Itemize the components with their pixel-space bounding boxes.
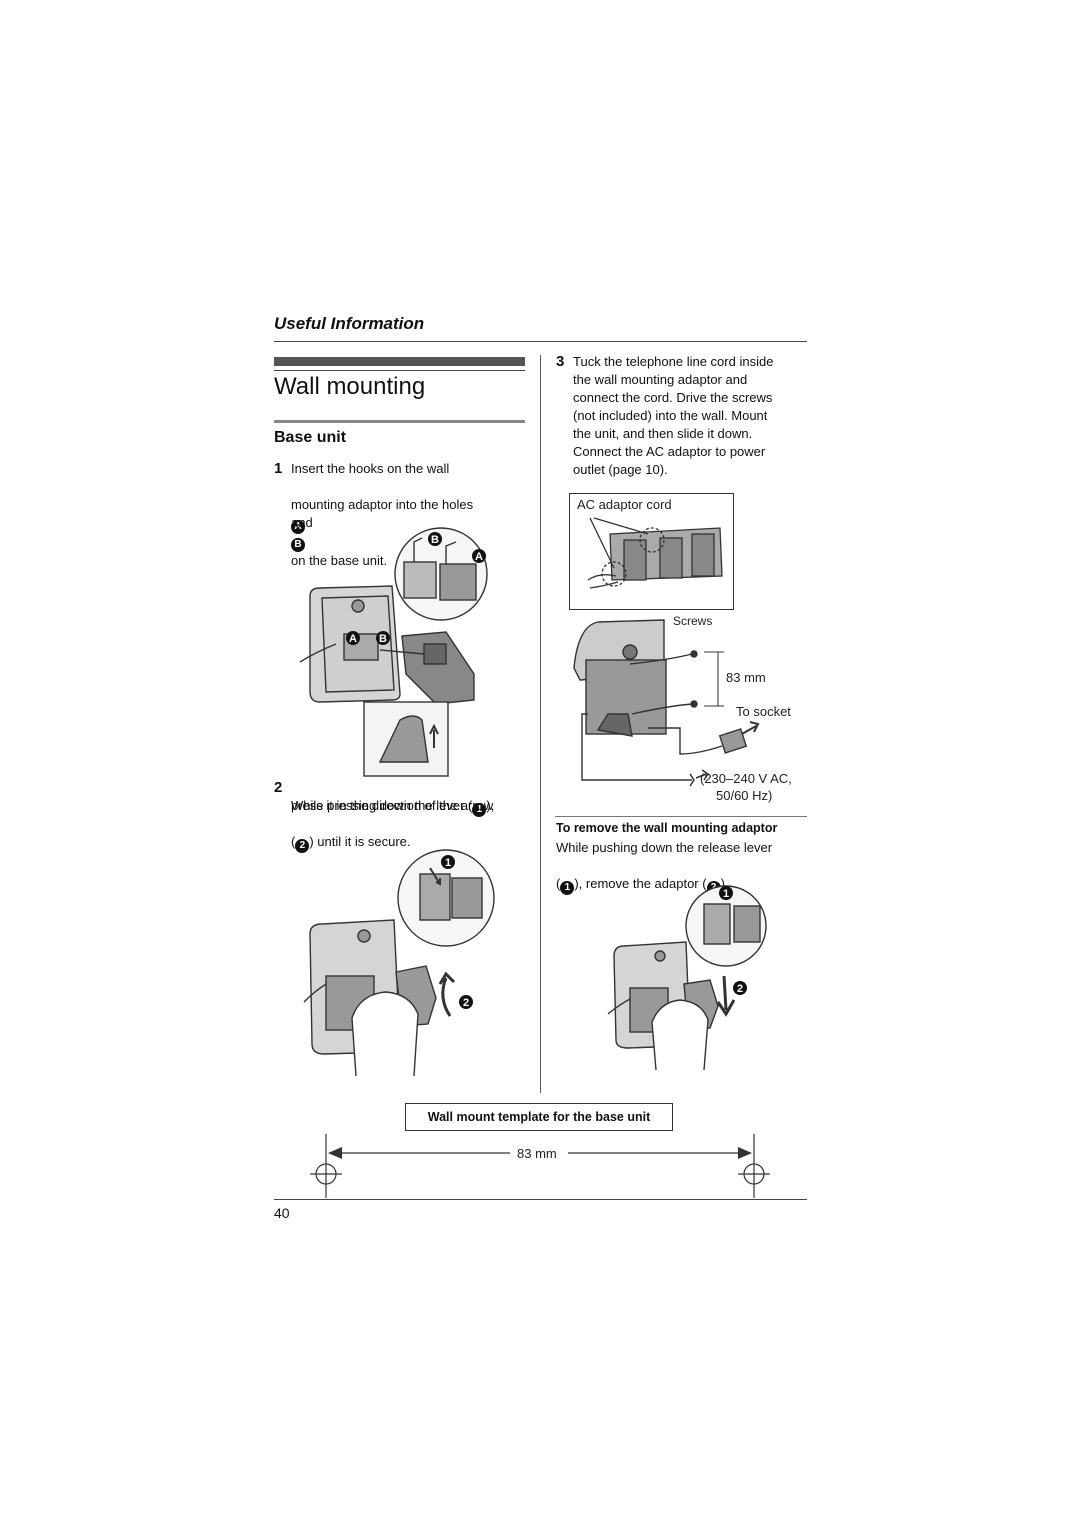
step-2-line-3-a: ( <box>291 834 296 849</box>
remove-line-2-b: ), remove the adaptor ( <box>574 876 707 891</box>
illus4-marker-2: 2 <box>737 983 743 995</box>
step-1-line-1: Insert the hooks on the wall <box>291 461 450 476</box>
template-dimension-line <box>310 1134 770 1198</box>
step-1-number: 1 <box>274 460 283 477</box>
footer-rule <box>274 1199 807 1200</box>
step-2-line-3: (2) until it is secure. <box>291 815 411 853</box>
step-2-line-2: press it in the direction of the arrow <box>291 798 494 813</box>
step-2-line-1: While pressing down the lever (1), <box>291 779 494 817</box>
step-1-line-3-b: on the base unit. <box>291 553 388 568</box>
ac-cord-detail-box <box>569 493 734 610</box>
step-1-line-3-a: and <box>291 515 313 530</box>
page-title: Wall mounting <box>274 373 426 400</box>
remove-instructions: While pushing down the release lever (1)… <box>556 839 808 895</box>
remove-adaptor-illustration: 1 2 <box>607 885 767 1070</box>
page-number: 40 <box>274 1205 290 1221</box>
mounted-unit-illustration <box>573 619 760 787</box>
title-bar <box>274 357 525 366</box>
ac-cord-detail-illustration <box>587 517 723 589</box>
step-2: 2 While pressing down the lever (1), pre… <box>274 779 534 853</box>
column-divider <box>540 355 541 1093</box>
step-1-line-3: and B on the base unit. <box>291 496 387 570</box>
power-spec-line-1: (230–240 V AC, <box>700 771 792 786</box>
step-2-line-1-b: ), <box>486 798 495 813</box>
illus2-marker-1: 1 <box>445 857 451 869</box>
template-label-box: Wall mount template for the base unit <box>405 1103 673 1131</box>
step-3-number: 3 <box>556 353 565 370</box>
marker-b-icon: B <box>291 538 305 552</box>
marker-1-icon: 1 <box>472 803 487 817</box>
illus2-marker-2: 2 <box>463 997 469 1009</box>
subtitle-rule <box>274 420 525 423</box>
illus1-marker-a-body: A <box>349 633 357 645</box>
step-3: 3 Tuck the telephone line cord inside th… <box>556 353 808 483</box>
title-line <box>274 370 525 371</box>
ac-adaptor-cord-label: AC adaptor cord <box>577 497 672 512</box>
screws-label: Screws <box>673 614 713 628</box>
remove-line-2-c: ). <box>720 876 729 891</box>
remove-section-rule <box>555 816 807 817</box>
step-1: 1 Insert the hooks on the wall mounting … <box>274 460 524 568</box>
remove-line-2: (1), remove the adaptor (2). <box>556 857 729 895</box>
step-2-number: 2 <box>274 779 283 796</box>
power-spec-line-2: 50/60 Hz) <box>716 788 773 803</box>
header-rule <box>274 341 807 342</box>
section-header: Useful Information <box>274 314 425 333</box>
step-1-line-2: mounting adaptor into the holes A <box>291 478 473 534</box>
marker-2-icon: 2 <box>295 839 310 853</box>
template-dimension-label: 83 mm <box>517 1146 557 1161</box>
dimension-label: 83 mm <box>726 670 766 685</box>
base-unit-hooks-illustration: B A A B <box>299 527 488 777</box>
remove-marker-1-icon: 1 <box>560 881 575 895</box>
step-2-line-1-a: While pressing down the lever ( <box>291 798 473 813</box>
illus1-marker-b-body: B <box>379 633 387 645</box>
remove-line-1: While pushing down the release lever <box>556 840 773 855</box>
step-2-line-3-b: ) until it is secure. <box>309 834 411 849</box>
subtitle: Base unit <box>274 429 347 446</box>
remove-heading: To remove the wall mounting adaptor <box>556 821 778 835</box>
press-lever-illustration: 1 2 <box>303 849 495 1076</box>
illus1-marker-a-top: A <box>475 551 483 563</box>
remove-line-2-a: ( <box>556 876 561 891</box>
to-socket-label: To socket <box>736 704 791 719</box>
illus4-marker-1: 1 <box>723 888 729 900</box>
marker-a-icon: A <box>291 520 305 534</box>
step-1-line-2-text: mounting adaptor into the holes <box>291 497 474 512</box>
illus1-marker-b-top: B <box>431 534 439 546</box>
step-3-text: Tuck the telephone line cord inside the … <box>573 354 774 477</box>
